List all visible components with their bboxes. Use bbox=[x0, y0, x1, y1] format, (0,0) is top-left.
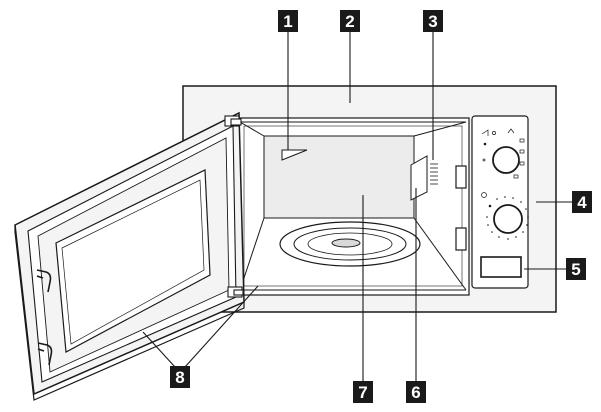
oven-door[interactable] bbox=[14, 111, 245, 401]
ceiling-light-cover bbox=[281, 149, 308, 161]
callout-7: 7 bbox=[353, 381, 373, 403]
callout-2: 2 bbox=[340, 10, 360, 32]
power-knob[interactable] bbox=[483, 142, 520, 174]
waveguide-cover bbox=[410, 155, 438, 201]
callout-6: 6 bbox=[406, 381, 426, 403]
callout-5: 5 bbox=[566, 258, 586, 280]
door-latch-upper bbox=[455, 165, 467, 189]
callout-4: 4 bbox=[572, 191, 592, 213]
door-hook-lower bbox=[37, 342, 53, 366]
vent-grille bbox=[430, 163, 438, 185]
power-level-symbols bbox=[481, 128, 525, 179]
door-window bbox=[55, 169, 211, 353]
door-hinge-upper bbox=[224, 115, 242, 127]
door-latch-lower bbox=[455, 227, 467, 251]
callout-1: 1 bbox=[278, 10, 298, 32]
callout-label: 5 bbox=[571, 260, 580, 279]
callout-label: 3 bbox=[428, 12, 437, 31]
timer-scale-marks bbox=[481, 192, 529, 240]
door-release-button[interactable] bbox=[480, 256, 522, 278]
callout-label: 8 bbox=[175, 368, 184, 387]
callout-label: 6 bbox=[411, 383, 420, 402]
callout-label: 7 bbox=[358, 383, 367, 402]
callout-label: 1 bbox=[283, 12, 292, 31]
callout-3: 3 bbox=[423, 10, 443, 32]
callout-label: 2 bbox=[345, 12, 354, 31]
door-hinge-lower bbox=[227, 286, 244, 298]
callout-label: 4 bbox=[577, 193, 587, 212]
door-hook-upper bbox=[36, 269, 52, 293]
callout-8: 8 bbox=[170, 366, 190, 388]
timer-knob[interactable] bbox=[488, 204, 523, 234]
leader-lines bbox=[142, 30, 572, 382]
turntable bbox=[279, 221, 421, 267]
